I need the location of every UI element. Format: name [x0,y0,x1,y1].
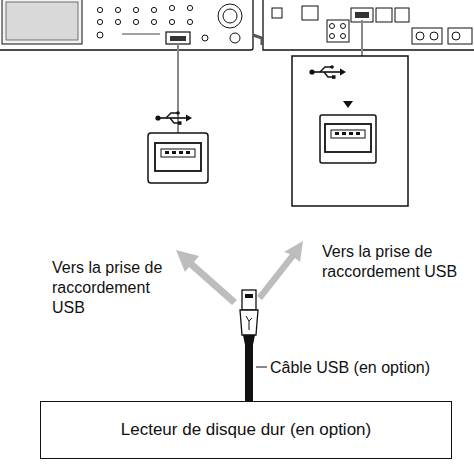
usb-port-front [148,111,208,183]
cable-label: Câble USB (en option) [270,358,470,378]
front-panel [0,0,253,50]
connection-label: Vers la prise de raccordement USB [322,242,470,282]
rear-panel [253,0,474,50]
usb-cable [240,290,267,401]
usb-port-rear [292,56,408,206]
direction-arrows [176,241,303,305]
connection-label: Vers la prise de raccordement USB [52,258,187,318]
box-text: Lecteur de disque dur (en option) [113,420,379,440]
device-box: Lecteur de disque dur (en option) [40,401,452,459]
